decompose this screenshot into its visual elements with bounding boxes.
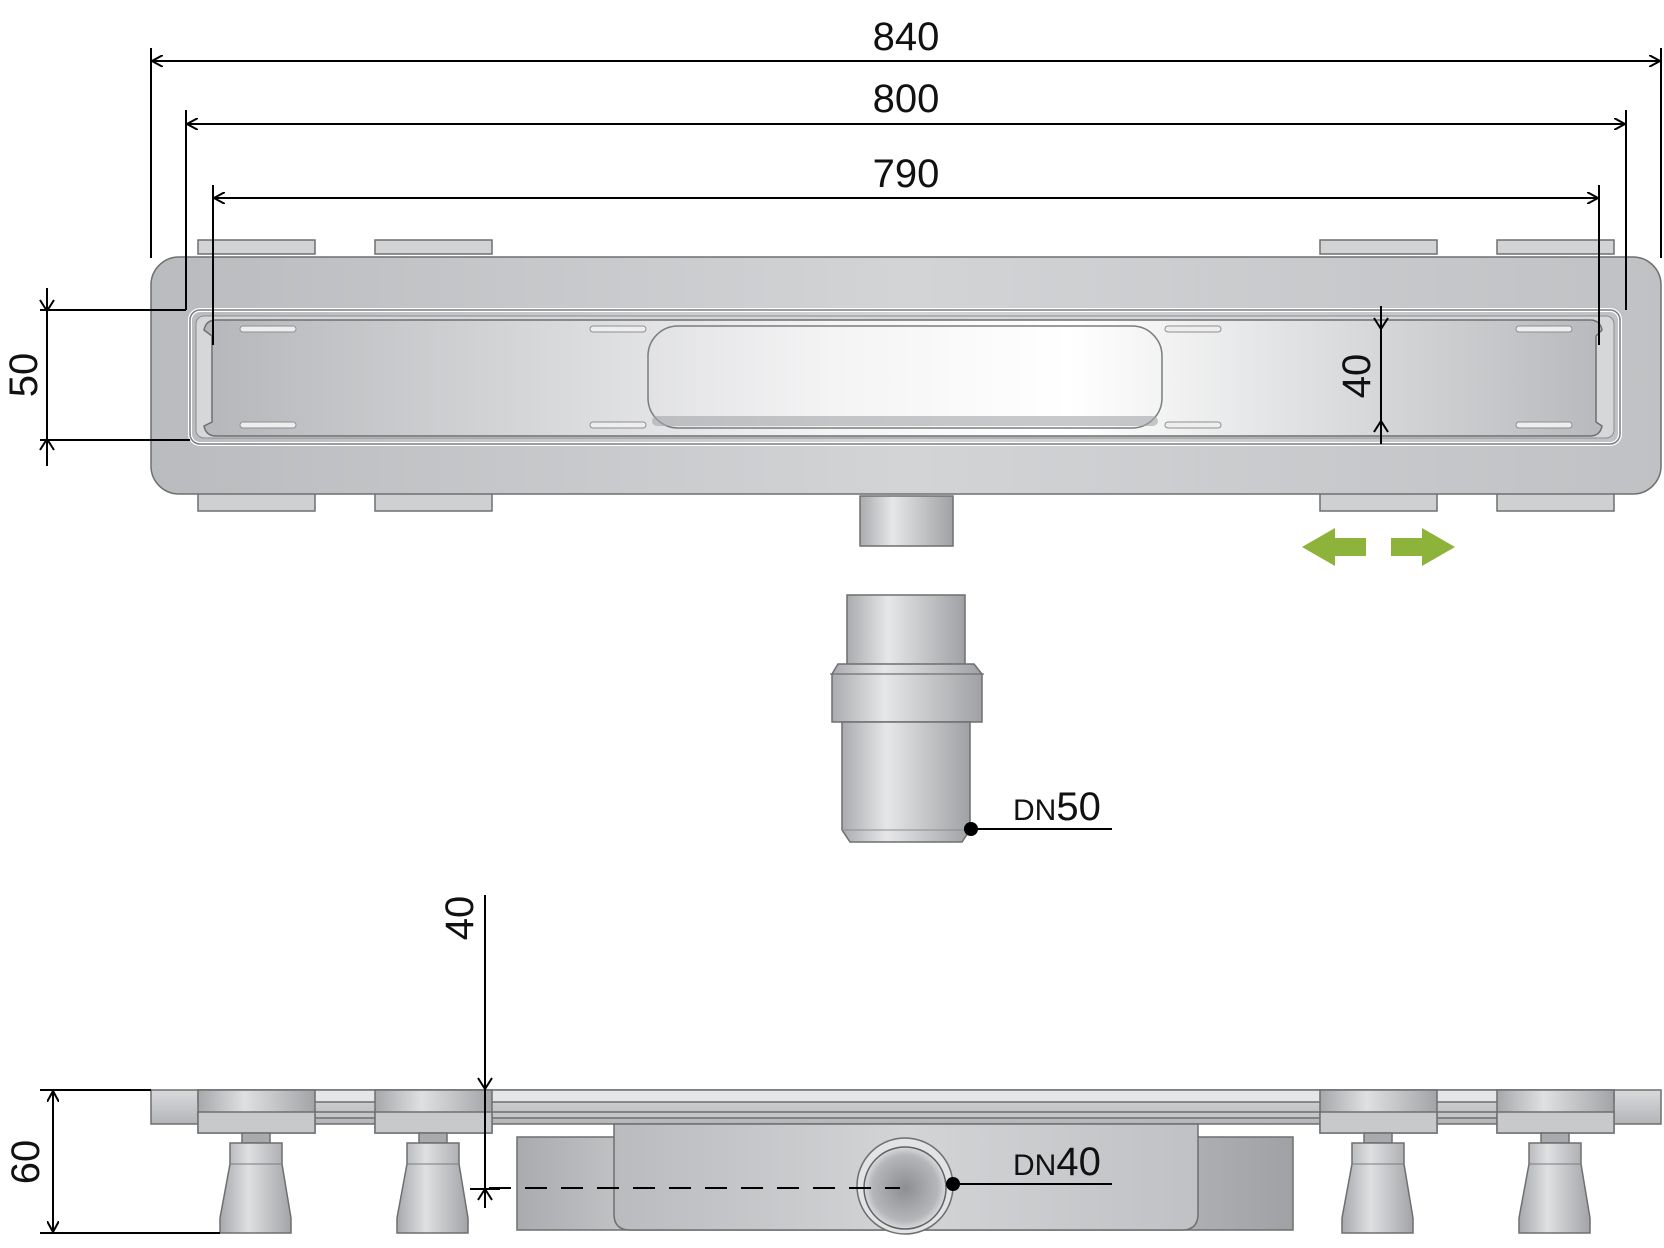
arrow-right-icon — [1391, 528, 1455, 566]
foot-1 — [219, 1132, 292, 1234]
top-view — [150, 239, 1662, 566]
dim-frame-length-label: 800 — [873, 77, 940, 121]
dn50-prefix: DN — [1013, 794, 1056, 827]
dn40-size: 40 — [1056, 1140, 1101, 1184]
top-brackets — [197, 239, 1615, 255]
dn40-label: DN40 — [1013, 1140, 1101, 1184]
foot-3 — [1341, 1132, 1414, 1234]
drain-slot — [647, 325, 1163, 429]
dim-channel-width: 50 — [2, 288, 190, 466]
dim-frame-length: 800 — [185, 77, 1627, 310]
foot-4 — [1518, 1132, 1591, 1234]
dn50-size: 50 — [1056, 785, 1101, 829]
dim-total-height-label: 60 — [4, 1140, 48, 1185]
dn40-prefix: DN — [1013, 1149, 1056, 1182]
dim-channel-width-label: 50 — [2, 353, 46, 398]
dim-grate-width-label: 40 — [1335, 354, 1379, 399]
foot-2 — [396, 1132, 469, 1234]
dim-overall-length-label: 840 — [873, 15, 940, 59]
dim-overall-length: 840 — [150, 15, 1662, 258]
arrow-left-icon — [1302, 528, 1366, 566]
dim-grate-width: 40 — [1335, 306, 1389, 444]
dim-total-height: 60 — [4, 1089, 220, 1234]
dn50-label: DN50 — [1013, 785, 1101, 829]
outlet-stub — [859, 495, 954, 547]
grate — [203, 319, 1603, 437]
dim-grate-length-label: 790 — [873, 152, 940, 196]
dim-adjustment-height: 40 — [438, 895, 500, 1208]
dim-grate-length: 790 — [212, 152, 1600, 345]
side-view: DN40 — [150, 1089, 1662, 1235]
dim-adjustment-height-label: 40 — [438, 896, 482, 941]
vertical-outlet: DN50 — [830, 594, 1112, 843]
